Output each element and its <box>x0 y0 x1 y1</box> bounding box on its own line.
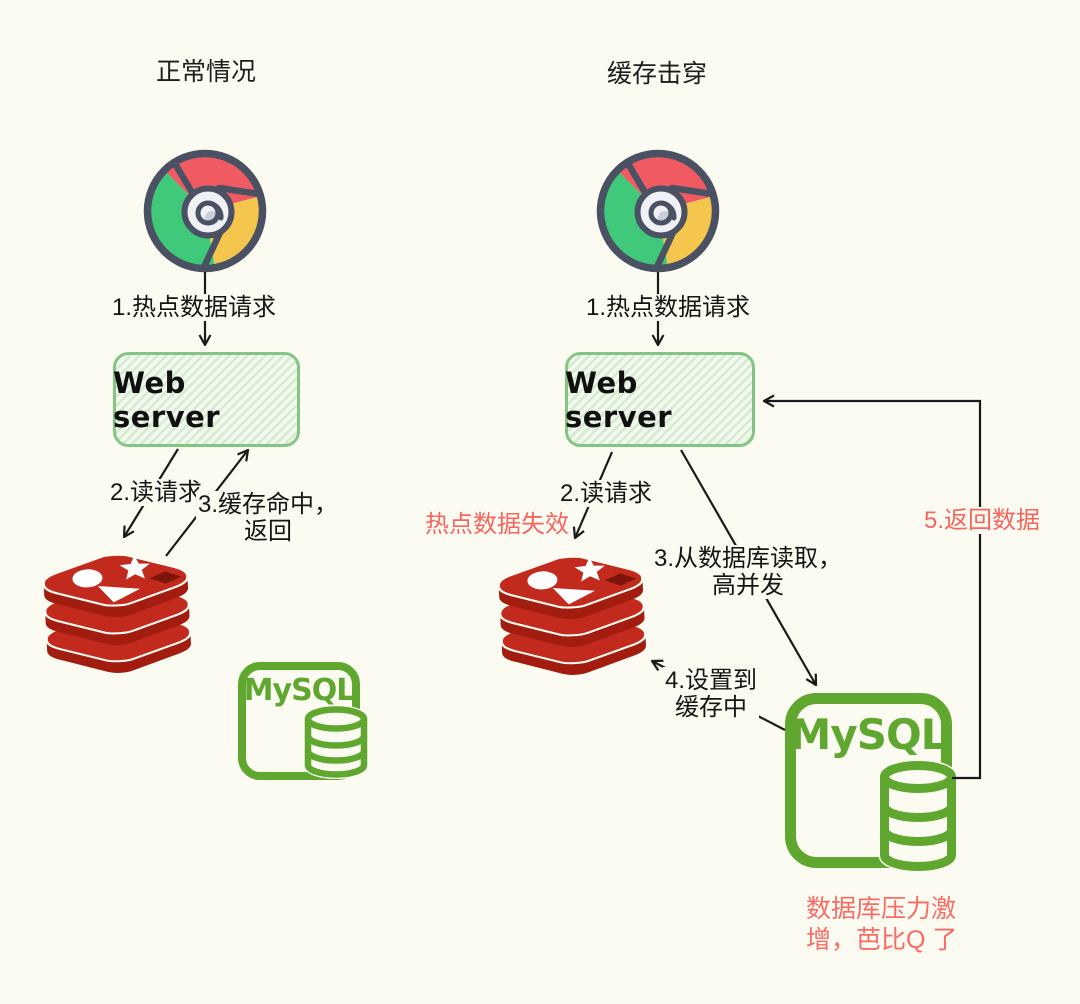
chrome-icon-left <box>148 154 263 269</box>
mysql-icon-left <box>238 662 369 780</box>
right-step3-line2: 高并发 <box>711 572 784 599</box>
arrow-step5-right <box>762 394 982 780</box>
left-step2-label: 2.读请求 <box>107 479 205 506</box>
left-step1-label: 1.热点数据请求 <box>109 294 279 321</box>
db-pressure-line2: 增，芭比Q 了 <box>806 926 958 954</box>
right-web-server-label: Web server <box>565 365 673 434</box>
cache-invalid-label: 热点数据失效 <box>423 511 571 538</box>
redis-icon-left <box>42 551 192 677</box>
web-server-box-right <box>565 352 755 447</box>
right-step4-line1: 4.设置到 <box>664 667 758 694</box>
left-mysql-label: MySQL <box>243 673 356 708</box>
left-step3-line2: 返回 <box>243 518 292 545</box>
left-step3-label: 3.缓存命中， 返回 <box>195 491 341 545</box>
left-panel-title: 正常情况 <box>156 58 257 86</box>
db-pressure-note: 数据库压力激 增，芭比Q 了 <box>806 894 957 956</box>
right-mysql-label: MySQL <box>789 710 948 759</box>
right-step1-label: 1.热点数据请求 <box>583 294 753 321</box>
left-web-server-label: Web server <box>113 365 221 434</box>
database-cylinder-icon <box>880 761 956 871</box>
db-pressure-line1: 数据库压力激 <box>806 895 957 923</box>
web-server-box-left <box>113 352 300 447</box>
mysql-icon-right <box>785 693 958 873</box>
left-step3-line1: 3.缓存命中， <box>197 491 339 518</box>
right-step4-label: 4.设置到 缓存中 <box>662 667 760 721</box>
right-panel-title: 缓存击穿 <box>607 60 708 88</box>
database-cylinder-icon <box>304 706 368 778</box>
right-step3-line1: 3.从数据库读取， <box>653 545 843 572</box>
right-step3-label: 3.从数据库读取， 高并发 <box>651 545 845 599</box>
redis-icon-right <box>497 553 647 679</box>
chrome-icon-right <box>601 154 716 269</box>
right-step4-line2: 缓存中 <box>674 694 747 721</box>
right-step5-label: 5.返回数据 <box>921 507 1043 534</box>
right-step2-label: 2.读请求 <box>557 480 655 507</box>
